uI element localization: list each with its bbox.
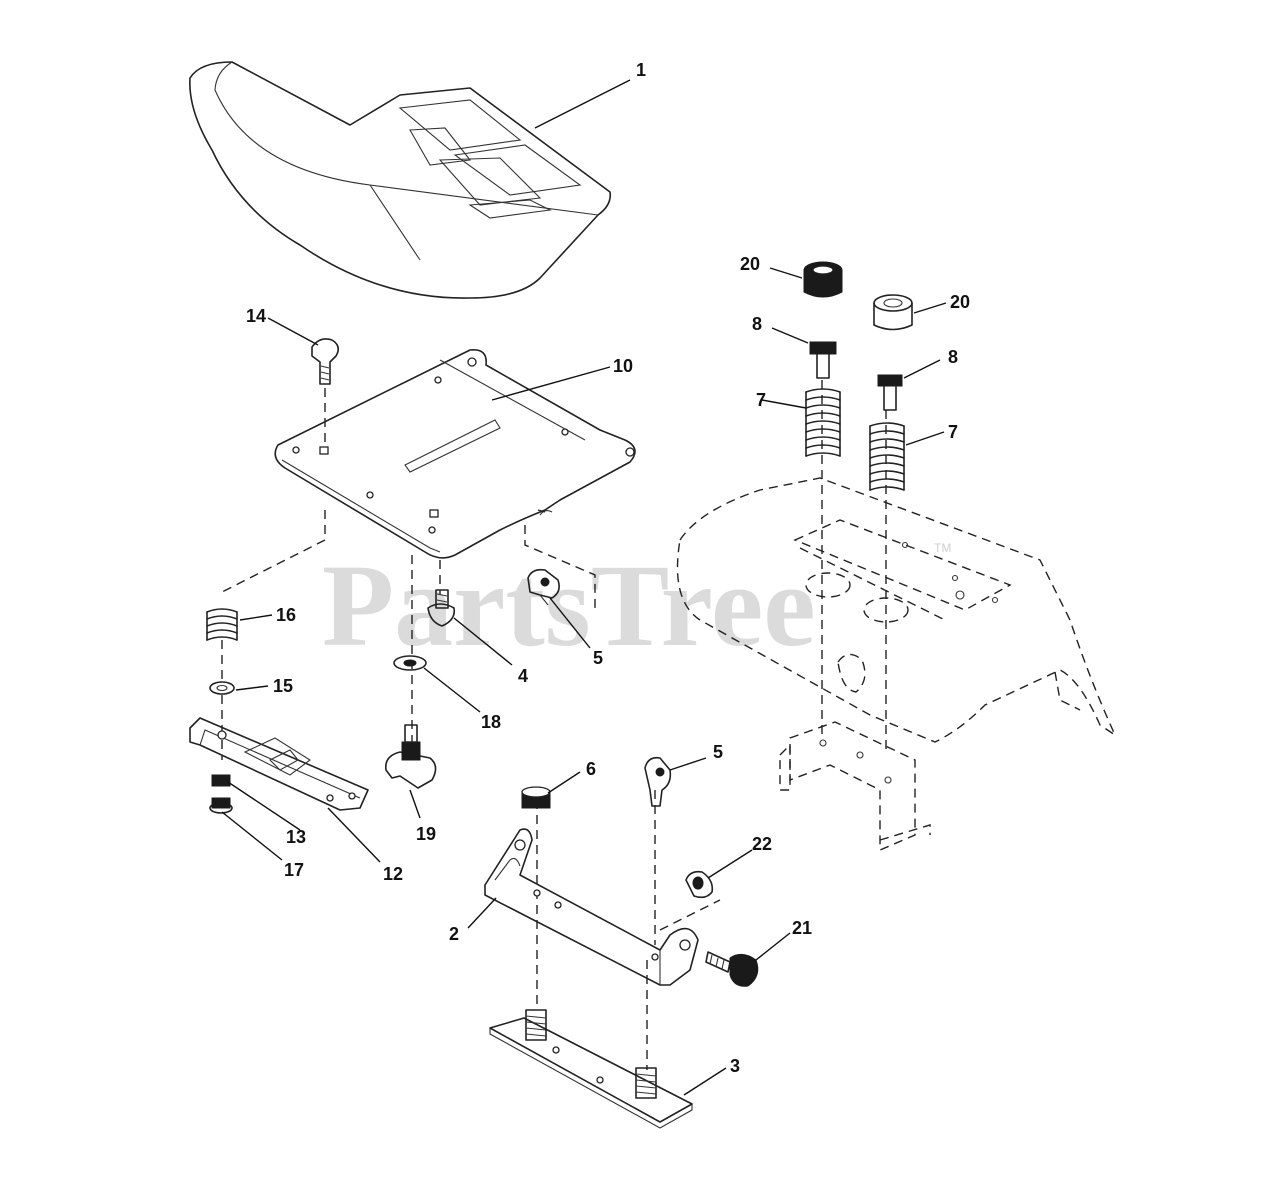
callout-labels: 1 2 3 4 5 5 6 7 7 8 8 10 12 13 14 15 16 … [246, 60, 970, 1076]
callout-16: 16 [276, 605, 296, 625]
part-nut-13[interactable] [211, 774, 231, 787]
watermark-text: PartsTree [322, 540, 816, 671]
part-washer-18[interactable] [393, 655, 427, 671]
part-nut-6[interactable] [521, 786, 551, 809]
part-bolt-left[interactable] [809, 341, 837, 379]
part-adjustment-knob[interactable] [384, 724, 437, 789]
watermark-trademark: TM [934, 541, 951, 555]
part-bolt-right[interactable] [877, 374, 903, 411]
callout-5-upper: 5 [593, 648, 603, 668]
part-spring-small[interactable] [206, 608, 238, 641]
part-rear-bracket [779, 721, 931, 852]
callout-13: 13 [286, 827, 306, 847]
part-carriage-bolt[interactable] [311, 338, 340, 385]
callout-14: 14 [246, 306, 266, 326]
part-bolt-21[interactable] [705, 951, 759, 987]
part-washer-15[interactable] [209, 681, 235, 695]
part-base-plate[interactable] [489, 1009, 693, 1129]
part-spring-left[interactable] [805, 388, 841, 457]
part-seat-bracket[interactable] [484, 828, 699, 986]
leader-lines [221, 79, 947, 1096]
callout-22: 22 [752, 834, 772, 854]
callout-17: 17 [284, 860, 304, 880]
callout-4: 4 [518, 666, 528, 686]
callout-7-right: 7 [948, 422, 958, 442]
callout-5-lower: 5 [713, 742, 723, 762]
callout-19: 19 [416, 824, 436, 844]
part-bushing-left[interactable] [803, 261, 843, 298]
callout-18: 18 [481, 712, 501, 732]
part-clip-lower[interactable] [644, 756, 672, 807]
callout-20-left: 20 [740, 254, 760, 274]
callout-8-right: 8 [948, 347, 958, 367]
callout-15: 15 [273, 676, 293, 696]
callout-7-left: 7 [756, 390, 766, 410]
part-nut-17[interactable] [209, 797, 233, 814]
part-seat-plate[interactable] [274, 348, 636, 559]
watermark: PartsTree TM [322, 540, 951, 671]
part-seat[interactable] [189, 61, 612, 299]
callout-1: 1 [636, 60, 646, 80]
callout-3: 3 [730, 1056, 740, 1076]
part-shoulder-bolt[interactable] [427, 589, 456, 627]
callout-12: 12 [383, 864, 403, 884]
part-bushing-22[interactable] [685, 870, 714, 899]
part-clip-upper[interactable] [527, 568, 560, 606]
part-slide-rail[interactable] [189, 717, 369, 811]
part-bushing-right[interactable] [873, 294, 913, 331]
callout-20-right: 20 [950, 292, 970, 312]
callout-6: 6 [586, 759, 596, 779]
callout-10: 10 [613, 356, 633, 376]
part-spring-right[interactable] [869, 422, 905, 491]
callout-21: 21 [792, 918, 812, 938]
callout-2: 2 [449, 924, 459, 944]
callout-8-left: 8 [752, 314, 762, 334]
